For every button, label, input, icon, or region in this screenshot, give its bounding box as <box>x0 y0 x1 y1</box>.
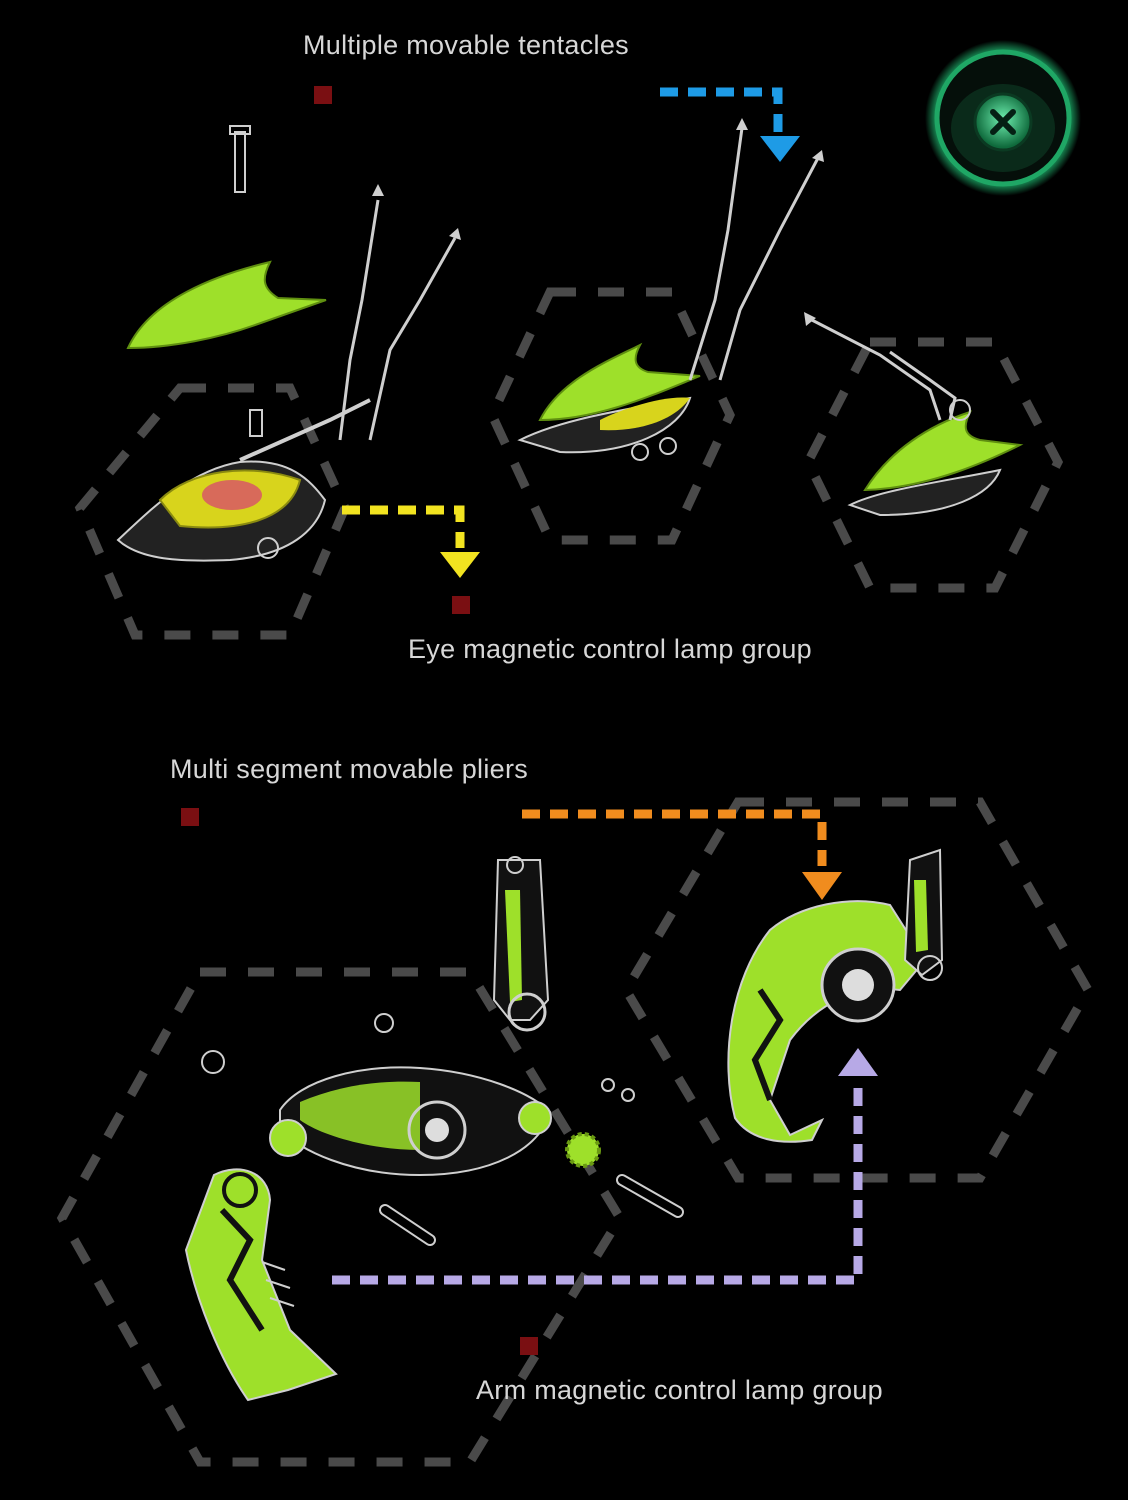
orange-arrow <box>522 809 842 900</box>
tentacles-marker <box>314 86 332 104</box>
top-assembly-stage-3 <box>804 312 1024 517</box>
hexagon-outlines-bottom <box>56 797 1094 1467</box>
eye-lamp-marker <box>452 596 470 614</box>
tentacles-caption: Multiple movable tentacles <box>303 30 629 60</box>
bottom-assembled-claw <box>727 848 944 1143</box>
top-assembly-stage-1 <box>116 125 461 562</box>
hexagon-outlines-top <box>74 287 1064 640</box>
top-assembly-stage-2 <box>517 118 824 461</box>
lavender-arrow <box>332 1048 878 1285</box>
pliers-caption: Multi segment movable pliers <box>170 754 529 784</box>
x-badge-icon <box>925 40 1081 196</box>
arm-lamp-marker <box>520 1337 538 1355</box>
arm-lamp-caption: Arm magnetic control lamp group <box>476 1375 883 1405</box>
blue-arrow <box>660 87 800 162</box>
pliers-marker <box>181 808 199 826</box>
eye-lamp-caption: Eye magnetic control lamp group <box>408 634 813 664</box>
yellow-arrow <box>342 505 480 578</box>
bottom-exploded-parts <box>184 856 684 1402</box>
